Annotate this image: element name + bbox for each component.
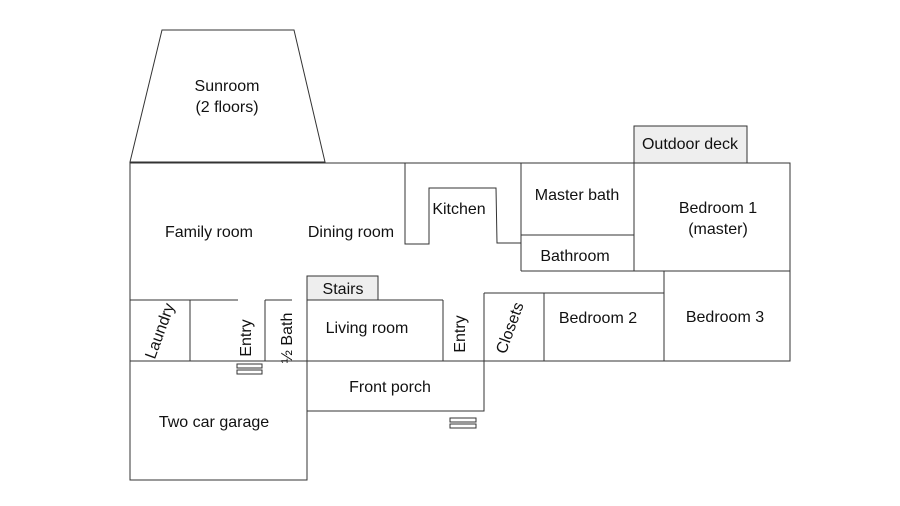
stairs-outline [306,275,379,301]
kitchen-label: Kitchen [432,201,485,218]
half-bath-label: ½ Bath [279,313,296,364]
laundry-label: Laundry [143,301,179,361]
outdoor-deck-label: Outdoor deck [642,136,739,153]
master-bath-label: Master bath [535,187,619,204]
sunroom-note-label: (2 floors) [195,99,258,116]
closets-label: Closets [493,300,527,356]
bathroom-label: Bathroom [540,248,609,265]
front-porch-label: Front porch [349,379,431,396]
bedroom-2-label: Bedroom 2 [559,310,637,327]
outdoor-deck-outline [633,125,748,164]
garage-steps-icon [236,363,263,375]
garage-label: Two car garage [159,414,269,431]
entry-front-label: Entry [452,315,469,352]
interior-walls [130,163,790,480]
bedroom-1-label: Bedroom 1 [679,200,757,217]
family-room-label: Family room [165,224,253,241]
porch-steps-icon [449,417,477,429]
sunroom-label: Sunroom [195,78,260,95]
living-room-label: Living room [326,320,409,337]
bedroom-3-label: Bedroom 3 [686,309,764,326]
sunroom-outline [129,29,326,163]
stairs-label: Stairs [323,281,364,298]
entry-side-label: Entry [238,319,255,356]
house-outline [129,162,791,481]
bedroom-1-note-label: (master) [688,221,748,238]
dining-room-label: Dining room [308,224,394,241]
